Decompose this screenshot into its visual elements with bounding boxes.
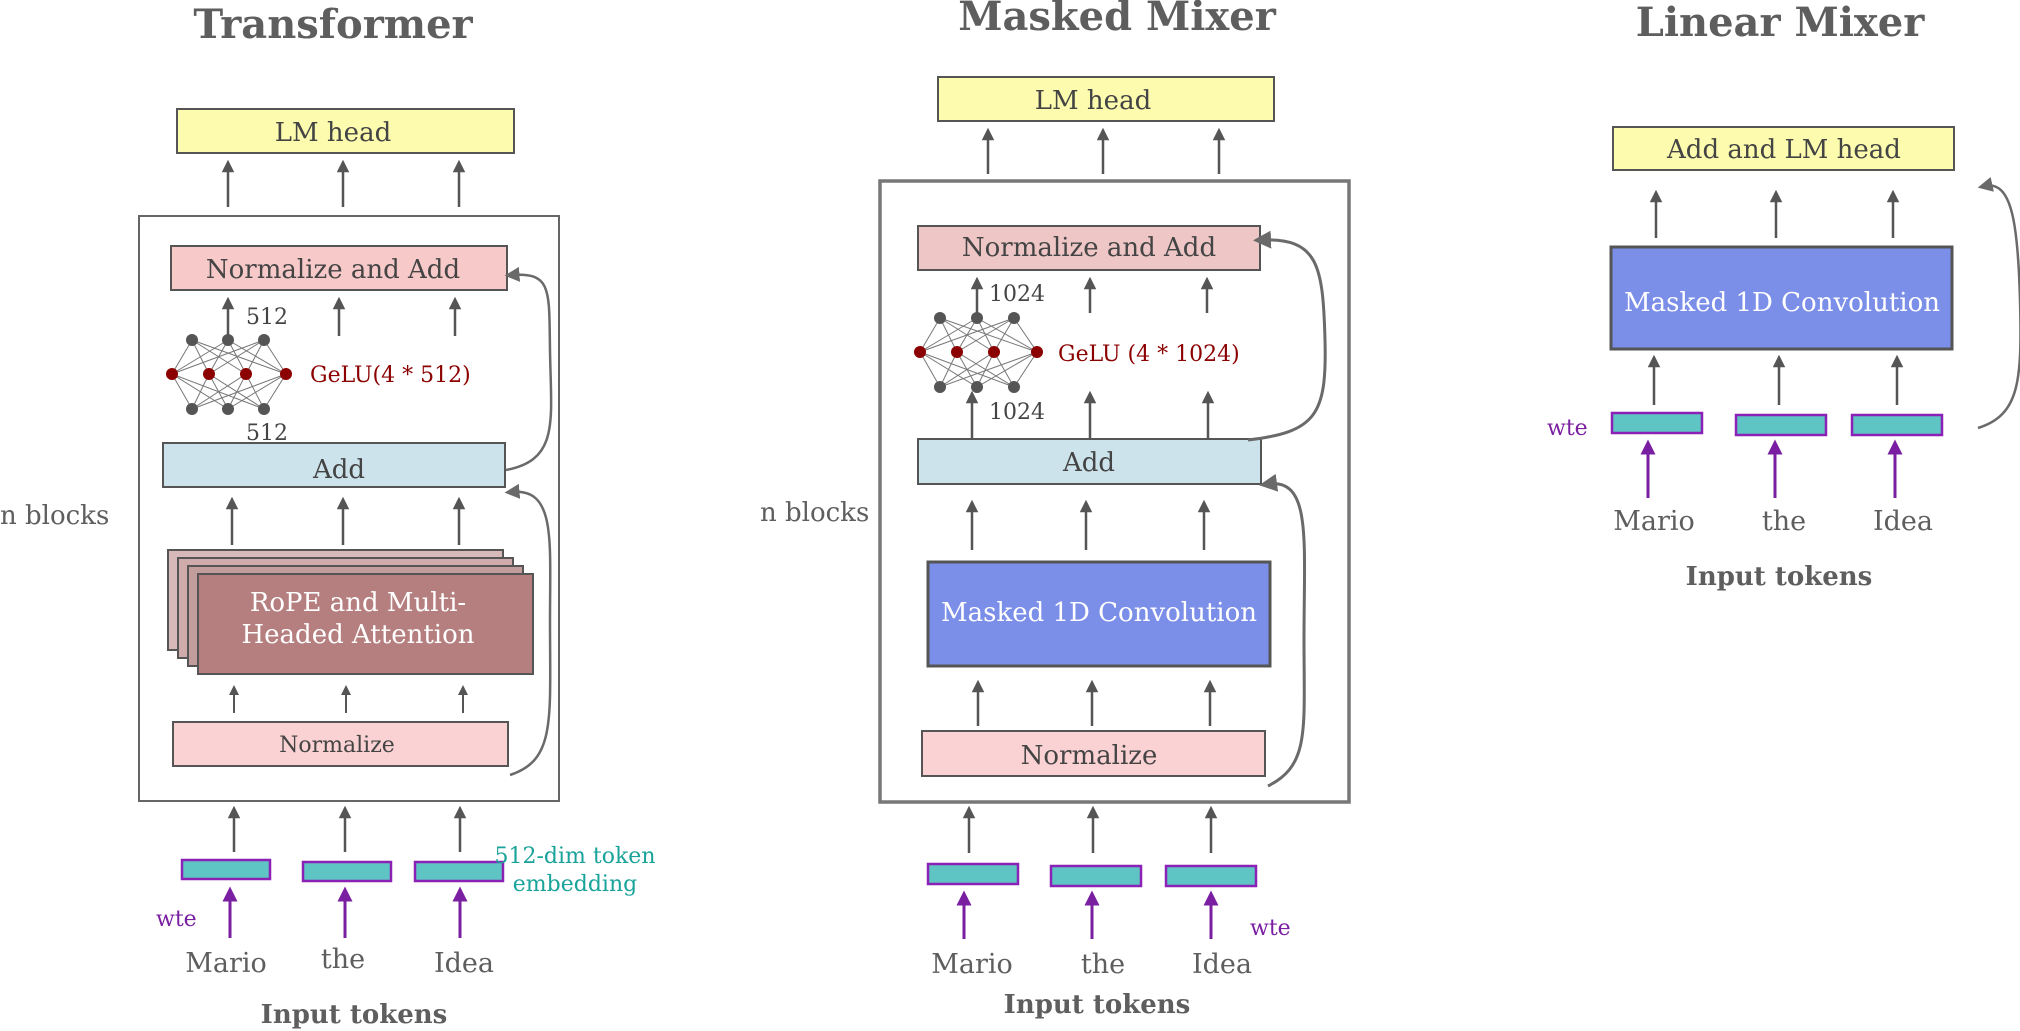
masked-mixer-normalize-box bbox=[921, 730, 1266, 777]
masked-mixer-mlp-in-dim: 1024 bbox=[989, 400, 1045, 425]
masked-mixer-embed-out-arrows bbox=[962, 805, 1218, 853]
masked-mixer-n-blocks-label: n blocks bbox=[760, 498, 869, 528]
transformer-wte-label: wte bbox=[156, 907, 197, 932]
transformer-mlp-in-dim: 512 bbox=[246, 421, 288, 446]
linear-mixer-token-mario: Mario bbox=[1613, 506, 1695, 537]
transformer-mlp-network bbox=[166, 334, 292, 415]
transformer-normalize-add-box bbox=[170, 245, 508, 291]
transformer-norm-out-arrows bbox=[229, 685, 468, 713]
transformer-input-tokens-label: Input tokens bbox=[261, 1000, 448, 1030]
masked-mixer-normalize-add-label: Normalize and Add bbox=[962, 233, 1216, 263]
transformer-lm-head-box bbox=[176, 108, 515, 154]
linear-mixer-conv-box bbox=[1609, 245, 1954, 351]
transformer-normalize-label: Normalize bbox=[279, 733, 395, 758]
transformer-residual-upper bbox=[504, 266, 553, 472]
transformer-token-idea: Idea bbox=[434, 948, 494, 979]
masked-mixer-mlp-out-arrows bbox=[970, 276, 1214, 313]
masked-mixer-input-tokens-label: Input tokens bbox=[1004, 990, 1191, 1020]
linear-mixer-residual bbox=[1977, 177, 2020, 430]
masked-mixer-panel: Masked Mixer LM head n blocks Normalize … bbox=[760, 0, 1351, 1020]
transformer-embedding-label-1: 512-dim token bbox=[494, 844, 655, 869]
linear-mixer-embeddings bbox=[1610, 411, 1944, 437]
transformer-block-frame bbox=[138, 215, 560, 802]
masked-mixer-lm-head-label: LM head bbox=[1035, 86, 1151, 116]
transformer-attention-label-2: Headed Attention bbox=[241, 620, 474, 650]
transformer-mlp-out-dim: 512 bbox=[246, 305, 288, 330]
linear-mixer-token-idea: Idea bbox=[1873, 506, 1933, 537]
transformer-embedding-label-2: embedding bbox=[513, 872, 637, 897]
linear-mixer-wte-arrows bbox=[1640, 439, 1903, 498]
transformer-head-arrows bbox=[221, 159, 466, 207]
masked-mixer-token-idea: Idea bbox=[1192, 949, 1252, 980]
transformer-residual-lower bbox=[504, 483, 552, 777]
transformer-mlp-out-arrows bbox=[221, 296, 462, 336]
transformer-attention-stack bbox=[167, 549, 534, 675]
masked-mixer-norm-out-arrows bbox=[971, 679, 1217, 726]
masked-mixer-head-arrows bbox=[981, 127, 1226, 174]
transformer-lm-head-label: LM head bbox=[275, 118, 391, 148]
transformer-token-mario: Mario bbox=[185, 948, 267, 979]
masked-mixer-residual-lower bbox=[1259, 473, 1307, 788]
linear-mixer-lm-head-label: Add and LM head bbox=[1666, 135, 1901, 165]
transformer-title: Transformer bbox=[193, 1, 473, 48]
masked-mixer-embeddings bbox=[926, 862, 1258, 888]
linear-mixer-panel: Linear Mixer Add and LM head Masked 1D C… bbox=[1547, 0, 2020, 592]
masked-mixer-wte-arrows bbox=[956, 890, 1219, 939]
transformer-normalize-add-label: Normalize and Add bbox=[206, 255, 460, 285]
masked-mixer-mlp-network bbox=[914, 312, 1043, 393]
masked-mixer-add-box bbox=[917, 438, 1262, 485]
masked-mixer-conv-label: Masked 1D Convolution bbox=[941, 598, 1257, 628]
linear-mixer-token-the: the bbox=[1762, 506, 1806, 537]
transformer-embeddings bbox=[180, 858, 505, 883]
masked-mixer-block-frame bbox=[878, 179, 1351, 804]
linear-mixer-embed-out-arrows bbox=[1647, 354, 1904, 405]
transformer-wte-arrows bbox=[222, 886, 468, 938]
masked-mixer-add-label: Add bbox=[1062, 448, 1115, 478]
linear-mixer-conv-label: Masked 1D Convolution bbox=[1624, 288, 1940, 318]
linear-mixer-title: Linear Mixer bbox=[1636, 0, 1926, 46]
transformer-add-box bbox=[162, 442, 506, 488]
masked-mixer-normalize-label: Normalize bbox=[1021, 741, 1158, 771]
masked-mixer-lm-head-box bbox=[937, 76, 1275, 122]
linear-mixer-wte-label: wte bbox=[1547, 416, 1588, 441]
masked-mixer-residual-upper bbox=[1247, 230, 1327, 442]
masked-mixer-conv-box bbox=[926, 560, 1272, 668]
masked-mixer-title: Masked Mixer bbox=[958, 0, 1277, 40]
transformer-embed-out-arrows bbox=[227, 805, 467, 852]
linear-mixer-lm-head-box bbox=[1612, 126, 1955, 171]
masked-mixer-normalize-add-box bbox=[917, 225, 1261, 271]
linear-mixer-head-arrows bbox=[1649, 189, 1900, 238]
masked-mixer-mlp-in-arrows bbox=[965, 390, 1215, 438]
masked-mixer-conv-out-arrows bbox=[965, 499, 1211, 550]
masked-mixer-token-mario: Mario bbox=[931, 949, 1013, 980]
transformer-add-label: Add bbox=[312, 455, 365, 485]
linear-mixer-input-tokens-label: Input tokens bbox=[1686, 562, 1873, 592]
transformer-n-blocks-label: n blocks bbox=[0, 501, 109, 531]
transformer-token-the: the bbox=[321, 944, 365, 975]
transformer-panel: Transformer LM head n blocks Normalize a… bbox=[0, 1, 656, 1030]
masked-mixer-gelu-label: GeLU (4 * 1024) bbox=[1058, 342, 1240, 367]
masked-mixer-wte-label: wte bbox=[1250, 916, 1291, 941]
transformer-gelu-label: GeLU(4 * 512) bbox=[310, 363, 471, 388]
transformer-attn-out-arrows bbox=[225, 496, 466, 545]
transformer-attention-label-1: RoPE and Multi- bbox=[250, 588, 466, 618]
masked-mixer-mlp-out-dim: 1024 bbox=[989, 282, 1045, 307]
masked-mixer-token-the: the bbox=[1081, 949, 1125, 980]
transformer-normalize-box bbox=[172, 721, 509, 767]
